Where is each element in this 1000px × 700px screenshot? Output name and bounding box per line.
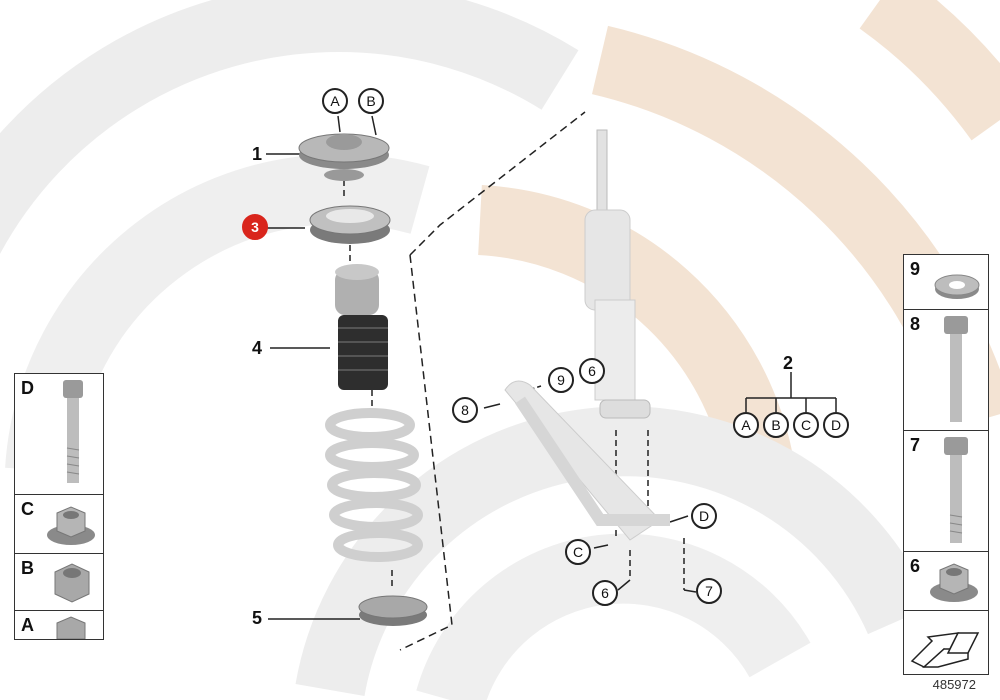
panel-label-7: 7	[910, 435, 921, 455]
callout-6-upper: 6	[579, 358, 605, 384]
callout-2: 2	[783, 353, 794, 373]
left-parts-panel: D C B A	[14, 373, 104, 640]
group-c: C	[793, 412, 819, 438]
panel-cell-arrow[interactable]	[904, 611, 988, 674]
panel-cell-d[interactable]: D	[15, 374, 103, 495]
nut-icon	[56, 616, 86, 639]
panel-label-c: C	[21, 499, 34, 519]
panel-cell-8[interactable]: 8	[904, 310, 988, 431]
panel-cell-9[interactable]: 9	[904, 255, 988, 310]
top-mount	[298, 133, 390, 181]
callout-3-highlighted[interactable]: 3	[242, 214, 268, 240]
bump-stop	[335, 264, 388, 390]
callout-c-arm: C	[565, 539, 591, 565]
bolt-icon	[944, 437, 968, 543]
shock-absorber	[504, 129, 670, 541]
arrow-icon	[910, 632, 980, 668]
flange-nut-icon	[930, 563, 978, 602]
coil-spring	[325, 408, 423, 562]
flange-nut-icon	[47, 506, 95, 545]
long-bolt-icon	[63, 380, 83, 483]
callout-d-arm: D	[691, 503, 717, 529]
callout-a-top: A	[322, 88, 348, 114]
callout-5: 5	[252, 608, 263, 628]
right-parts-panel: 9 8 7 6	[903, 254, 989, 675]
panel-label-8: 8	[910, 314, 921, 334]
panel-cell-b[interactable]: B	[15, 554, 103, 611]
panel-label-a: A	[21, 615, 34, 635]
group-b: B	[763, 412, 789, 438]
group-a: A	[733, 412, 759, 438]
callout-b-top: B	[358, 88, 384, 114]
diagram-number: 485972	[932, 677, 976, 692]
callout-6-lower: 6	[592, 580, 618, 606]
spring-seat	[358, 595, 428, 626]
callout-7: 7	[696, 578, 722, 604]
callout-4: 4	[252, 338, 263, 358]
bearing	[309, 205, 391, 244]
callout-8: 8	[452, 397, 478, 423]
washer-icon	[934, 274, 980, 299]
callout-1: 1	[252, 144, 263, 164]
panel-cell-7[interactable]: 7	[904, 431, 988, 552]
callout-9: 9	[548, 367, 574, 393]
panel-cell-a[interactable]: A	[15, 611, 103, 639]
hex-nut-icon	[54, 563, 90, 603]
panel-label-d: D	[21, 378, 34, 398]
panel-cell-c[interactable]: C	[15, 495, 103, 554]
panel-label-6: 6	[910, 556, 921, 576]
panel-label-b: B	[21, 558, 34, 578]
panel-cell-6[interactable]: 6	[904, 552, 988, 611]
panel-label-9: 9	[910, 259, 921, 279]
strut-assembly	[298, 133, 428, 626]
bolt-icon	[944, 316, 968, 422]
group-d: D	[823, 412, 849, 438]
